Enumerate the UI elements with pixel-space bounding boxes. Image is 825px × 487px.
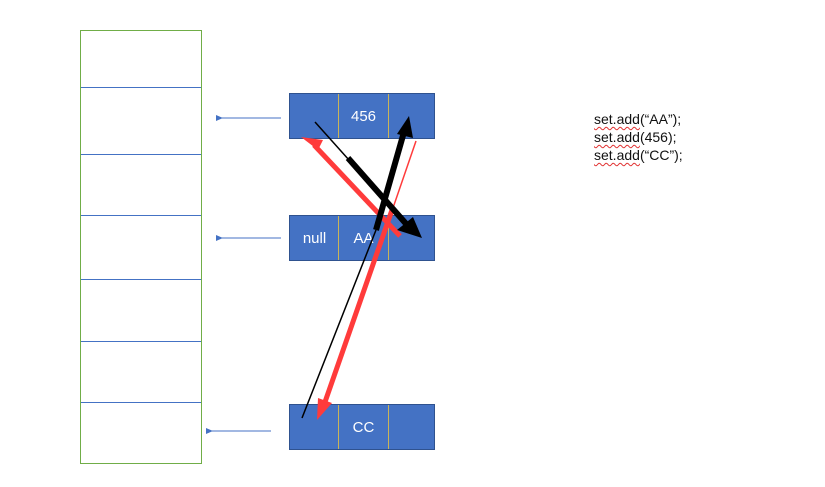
node-value-cell: 456 — [338, 94, 389, 138]
code-line-2: set.add(456); — [594, 129, 677, 145]
black-arrow-up-thick — [373, 131, 407, 231]
node-value-cell: AA — [338, 216, 389, 260]
code-snippet: set.add(“AA”); set.add(456); set.add(“CC… — [594, 110, 683, 164]
table-slot-divider — [81, 402, 201, 403]
code-line-1: set.add(“AA”); — [594, 111, 682, 127]
table-slot-divider — [81, 154, 201, 155]
table-slot-divider — [81, 341, 201, 342]
node-prev-cell: null — [302, 229, 327, 247]
black-arrow-head-diag — [397, 217, 422, 238]
code-line-3: set.add(“CC”); — [594, 147, 683, 163]
node-value-cell: CC — [338, 405, 389, 449]
table-slot-divider — [81, 87, 201, 88]
black-arrow-up-thin — [301, 229, 377, 419]
black-arrow-diag-thick — [345, 156, 411, 228]
table-slot-divider — [81, 279, 201, 280]
red-arrow-down-thick — [322, 209, 395, 403]
black-arrow-head-up — [397, 116, 413, 138]
table-slot-divider — [81, 215, 201, 216]
red-arrow-head-down — [317, 398, 332, 420]
hash-table-array — [80, 30, 202, 464]
node-cc: CC — [289, 404, 435, 450]
